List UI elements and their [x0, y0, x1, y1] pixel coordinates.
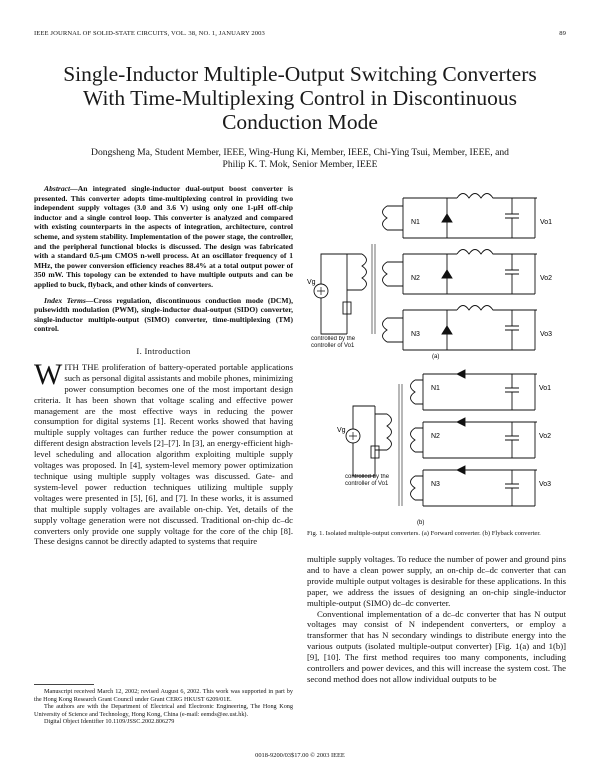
footnote-received: Manuscript received March 12, 2002; revi… — [34, 688, 293, 703]
sublabel-a: (a) — [432, 354, 439, 360]
page-number: 89 — [559, 30, 566, 37]
authors-line2: Philip K. T. Mok, Senior Member, IEEE — [222, 159, 378, 170]
label-vg-a: Vg — [307, 279, 316, 286]
left-column: Abstract—An integrated single-inductor d… — [34, 184, 293, 547]
figure-1: N1 N2 N3 Vo1 Vo2 Vo3 Vg controlled by th… — [307, 184, 566, 530]
running-header: IEEE JOURNAL OF SOLID-STATE CIRCUITS, VO… — [34, 30, 566, 37]
right-paragraph-1: multiple supply voltages. To reduce the … — [307, 554, 566, 608]
label-n3-b: N3 — [431, 481, 440, 488]
right-paragraph-2: Conventional implementation of a dc–dc c… — [307, 608, 566, 684]
control-note-b: controlled by the controller of Vo1 — [345, 474, 390, 487]
abstract-text: An integrated single-inductor dual-outpu… — [34, 184, 293, 289]
journal-header: IEEE JOURNAL OF SOLID-STATE CIRCUITS, VO… — [34, 30, 265, 37]
label-vo3-a: Vo3 — [540, 331, 552, 338]
sublabel-b: (b) — [417, 520, 424, 526]
intro-text: ITH THE proliferation of battery-operate… — [34, 361, 293, 547]
index-terms-text: Cross regulation, discontinuous conducti… — [34, 295, 294, 334]
label-vo3-b: Vo3 — [539, 481, 551, 488]
label-n1-b: N1 — [431, 385, 440, 392]
footnote: Manuscript received March 12, 2002; revi… — [34, 688, 293, 726]
drop-cap: W — [34, 357, 63, 391]
authors-line1: Dongsheng Ma, Student Member, IEEE, Wing… — [91, 147, 509, 158]
abstract-label: Abstract— — [44, 184, 78, 193]
figure-caption: Fig. 1. Isolated multiple-output convert… — [307, 530, 541, 537]
label-vo1-a: Vo1 — [540, 219, 552, 226]
footnote-doi: Digital Object Identifier 10.1109/JSSC.2… — [44, 718, 175, 726]
footnote-affiliation: The authors are with the Department of E… — [34, 703, 293, 718]
label-n3-a: N3 — [411, 331, 420, 338]
authors: Dongsheng Ma, Student Member, IEEE, Wing… — [40, 147, 560, 171]
control-note-a: controlled by the controller of Vo1 — [311, 336, 356, 349]
label-n2-b: N2 — [431, 433, 440, 440]
index-terms: Index Terms—Cross regulation, discontinu… — [34, 296, 293, 334]
index-terms-label: Index Terms— — [44, 295, 94, 305]
abstract: Abstract—An integrated single-inductor d… — [34, 184, 293, 290]
footnote-rule — [34, 684, 94, 685]
paper-title: Single-Inductor Multiple-Output Switchin… — [63, 62, 537, 134]
label-n2-a: N2 — [411, 275, 420, 282]
circuit-diagram: N1 N2 N3 Vo1 Vo2 Vo3 Vg controlled by th… — [307, 193, 552, 526]
label-vg-b: Vg — [337, 427, 346, 434]
section-heading: I. Introduction — [136, 345, 191, 356]
label-vo2-a: Vo2 — [540, 275, 552, 282]
label-vo2-b: Vo2 — [539, 433, 551, 440]
label-n1-a: N1 — [411, 219, 420, 226]
copyright-footer: 0018-9200/03$17.00 © 2003 IEEE — [255, 752, 345, 759]
right-column-text: multiple supply voltages. To reduce the … — [307, 554, 566, 685]
label-vo1-b: Vo1 — [539, 385, 551, 392]
